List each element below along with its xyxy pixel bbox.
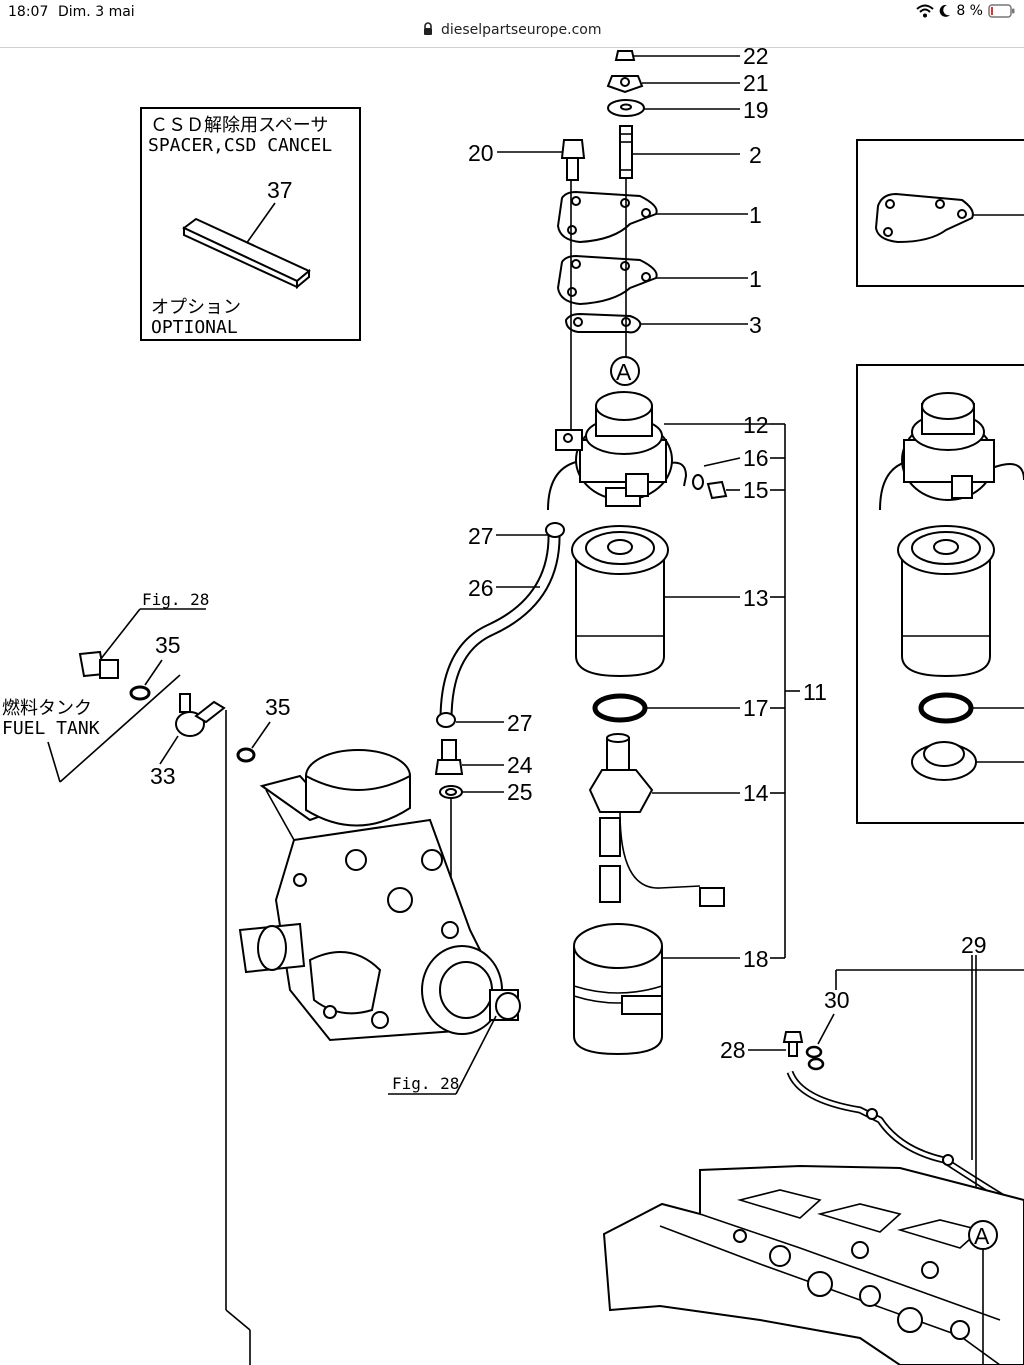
- fuel-tank-label-jp: 燃料タンク: [2, 698, 92, 719]
- part-number-1b: 1: [749, 266, 762, 292]
- part-number-29: 29: [961, 932, 987, 958]
- part-number-37: 37: [267, 177, 293, 203]
- fitting-part-24: [441, 739, 457, 761]
- address-bar[interactable]: dieselpartseurope.com: [0, 22, 1024, 46]
- part-number-25: 25: [507, 779, 533, 805]
- banjo-fitting-part-33: [175, 693, 226, 737]
- part-number-22: 22: [743, 43, 769, 69]
- battery-icon: [988, 4, 1015, 18]
- part-number-27b: 27: [507, 710, 533, 736]
- alt-bracket-box: [856, 139, 1024, 287]
- part-number-18: 18: [743, 946, 769, 972]
- part-number-27a: 27: [468, 523, 494, 549]
- part-number-19: 19: [743, 97, 769, 123]
- filter-head-part-12: 12: [547, 391, 770, 511]
- inset-option-en: OPTIONAL: [151, 317, 238, 338]
- part-number-30: 30: [824, 987, 850, 1013]
- part-number-3: 3: [749, 312, 762, 338]
- url-text: dieselpartseurope.com: [440, 22, 602, 38]
- inset-title-en: SPACER,CSD CANCEL: [148, 135, 332, 156]
- part-number-35a: 35: [155, 632, 181, 658]
- washer-part-16: [692, 474, 704, 490]
- lock-icon: [423, 22, 432, 35]
- injection-pump-part: [238, 749, 521, 1042]
- part-number-33: 33: [150, 763, 176, 789]
- bolt-part-28: [782, 1031, 804, 1043]
- status-right-group: 8 %: [916, 3, 1016, 19]
- reference-label-top: A: [616, 359, 632, 385]
- address-bar-divider: [0, 47, 1024, 48]
- inset-title-jp: ＣＳＤ解除用スペーサ: [150, 115, 328, 136]
- part-number-16: 16: [743, 445, 769, 471]
- bracket-stack: 22 21 19 2 20 1 1: [468, 43, 769, 440]
- status-time: 18:07: [8, 4, 49, 20]
- wifi-icon: [916, 4, 934, 18]
- alt-filter-box: [856, 364, 1024, 824]
- nut-part-22: [614, 50, 636, 61]
- part-number-21: 21: [743, 70, 769, 96]
- fuel-hose-part-26: [436, 522, 565, 728]
- o-ring-part-17: [592, 693, 648, 723]
- part-number-11: 11: [803, 679, 827, 705]
- spacer-bar-part: [182, 217, 311, 290]
- part-number-15: 15: [743, 477, 769, 503]
- moon-icon: [939, 4, 951, 17]
- part-number-13: 13: [743, 585, 769, 611]
- part-number-2: 2: [749, 142, 762, 168]
- part-number-28: 28: [720, 1037, 746, 1063]
- battery-percent: 8 %: [956, 3, 983, 19]
- return-pipe-part-29: [786, 1070, 1024, 1214]
- group-bracket-11: 11: [770, 423, 827, 959]
- fuel-tank-label-en: FUEL TANK: [2, 718, 100, 739]
- part-number-35b: 35: [265, 694, 291, 720]
- part-number-24: 24: [507, 752, 533, 778]
- washer-part-35b: [236, 747, 256, 763]
- reference-label-bottom: A: [974, 1223, 990, 1249]
- part-number-26: 26: [468, 575, 494, 601]
- bolt-part-20: [560, 139, 586, 159]
- filter-element-part-13: 13: [571, 525, 769, 678]
- cylinder-head-part: [602, 1164, 1024, 1365]
- gasket-part-3: [564, 312, 642, 334]
- leader-37: [245, 202, 276, 245]
- part-number-14: 14: [743, 780, 769, 806]
- banjo-bolt-part: [78, 650, 119, 679]
- filter-cup-part-18: 18: [573, 923, 769, 1056]
- status-date: Dim. 3 mai: [58, 4, 135, 20]
- washer-part-35a: [129, 685, 151, 701]
- part-number-1a: 1: [749, 202, 762, 228]
- fig-ref-bottom: Fig. 28: [392, 1074, 459, 1093]
- reference-circle-top: [610, 356, 640, 386]
- washer-part-30: [805, 1045, 823, 1059]
- plug-part-15: [706, 480, 728, 500]
- status-bar: 18:07 Dim. 3 mai 8 %: [0, 0, 1024, 24]
- water-sensor-part-14: 14: [588, 733, 769, 907]
- inset-box: ＣＳＤ解除用スペーサ SPACER,CSD CANCEL 37 オプション OP…: [140, 107, 361, 341]
- part-number-20: 20: [468, 140, 494, 166]
- part-number-17: 17: [743, 695, 769, 721]
- part-number-12: 12: [743, 412, 769, 438]
- fig-ref-top: Fig. 28: [142, 590, 209, 609]
- inset-option-jp: オプション: [151, 297, 241, 318]
